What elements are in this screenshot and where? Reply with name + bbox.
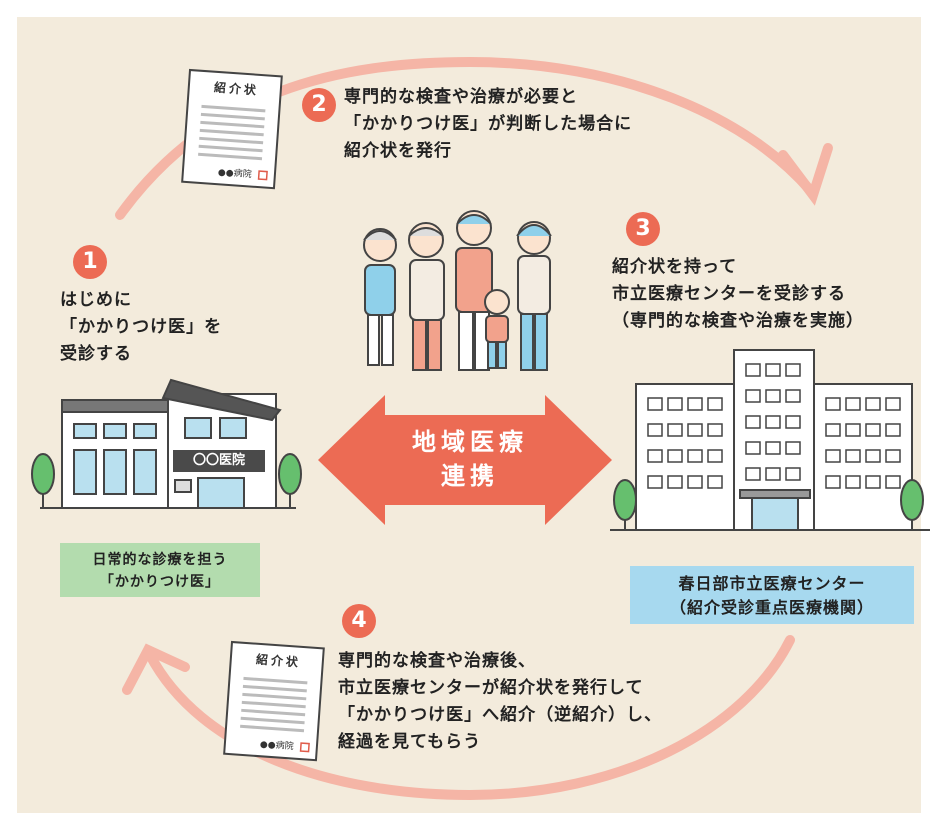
step-4-line-3: 「かかりつけ医」へ紹介（逆紹介）し、: [338, 705, 663, 725]
clinic-building: [40, 378, 296, 509]
referral-letter-title-bottom: 紹介状: [255, 652, 302, 670]
step-2-text: 専門的な検査や治療が必要と 「かかりつけ医」が判断した場合に 紹介状を発行: [344, 84, 632, 165]
regional-cooperation-line-2: 連携: [441, 462, 499, 490]
hospital-label-line-2: （紹介受診重点医療機関）: [669, 598, 874, 617]
hospital-label-line-1: 春日部市立医療センター: [678, 574, 866, 593]
step-2-line-1: 専門的な検査や治療が必要と: [344, 87, 578, 107]
clinic-label: 日常的な診療を担う 「かかりつけ医」: [60, 543, 260, 597]
step-4-text: 専門的な検査や治療後、 市立医療センターが紹介状を発行して 「かかりつけ医」へ紹…: [338, 648, 662, 756]
cycle-arrowhead-bottom: [122, 643, 190, 695]
step-4-line-4: 経過を見てもらう: [338, 732, 482, 752]
referral-letter-title-top: 紹介状: [213, 80, 260, 98]
step-3-text: 紹介状を持って 市立医療センターを受診する （専門的な検査や治療を実施）: [612, 254, 864, 335]
regional-cooperation-arrow: [318, 395, 612, 525]
step-2-line-3: 紹介状を発行: [344, 141, 452, 161]
hospital-label: 春日部市立医療センター （紹介受診重点医療機関）: [630, 566, 914, 624]
clinic-trees: [31, 453, 302, 508]
step-1-line-1: はじめに: [60, 290, 132, 310]
step-1-badge: 1: [73, 245, 107, 279]
step-3-line-1: 紹介状を持って: [612, 257, 738, 277]
hospital-building: [610, 349, 930, 531]
referral-letter-footer-top: ●●病院: [217, 167, 252, 181]
step-3-badge: 3: [626, 212, 660, 246]
step-1-text: はじめに 「かかりつけ医」を 受診する: [60, 287, 222, 368]
step-3-line-3: （専門的な検査や治療を実施）: [612, 311, 864, 331]
step-2-line-2: 「かかりつけ医」が判断した場合に: [344, 114, 633, 134]
cycle-arc-bottom: [145, 635, 795, 801]
clinic-sign: 〇〇医院: [173, 450, 265, 472]
clinic-label-line-1: 日常的な診療を担う: [92, 552, 228, 568]
step-3-line-2: 市立医療センターを受診する: [612, 284, 846, 304]
clinic-label-line-2: 「かかりつけ医」: [99, 574, 221, 590]
referral-letter-icon-bottom: [223, 640, 325, 762]
regional-cooperation-label: 地域医療 連携: [360, 425, 580, 493]
referral-letter-icon-top: [181, 68, 283, 190]
regional-cooperation-line-1: 地域医療: [412, 428, 528, 456]
hospital-trees: [613, 479, 924, 530]
cycle-arrowhead-top: [778, 143, 833, 206]
step-1-line-3: 受診する: [60, 344, 132, 364]
referral-letter-footer-bottom: ●●病院: [259, 739, 294, 753]
step-4-badge: 4: [342, 604, 376, 638]
step-4-line-2: 市立医療センターが紹介状を発行して: [338, 678, 644, 698]
step-4-line-1: 専門的な検査や治療後、: [338, 651, 536, 671]
step-2-badge: 2: [302, 88, 336, 122]
step-1-line-2: 「かかりつけ医」を: [60, 317, 223, 337]
family-illustration: [363, 210, 552, 371]
